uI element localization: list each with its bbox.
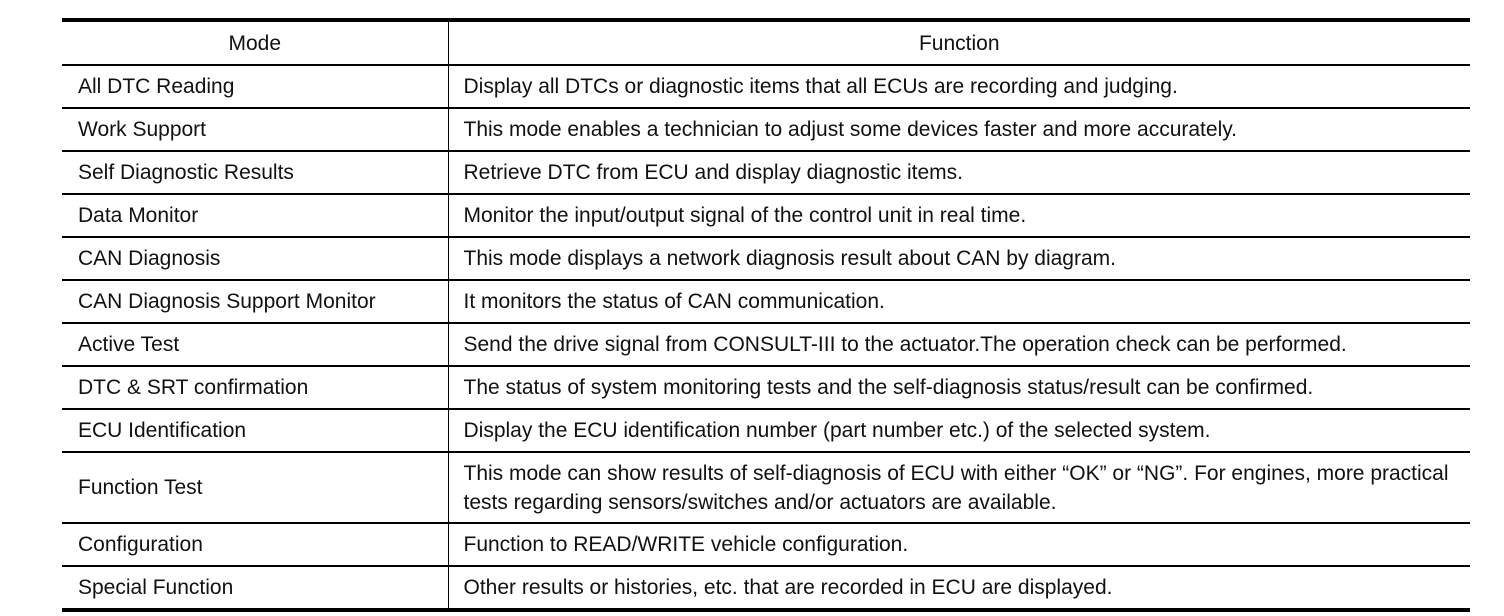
table-row: DTC & SRT confirmation The status of sys…: [62, 366, 1470, 410]
mode-cell: Work Support: [62, 108, 449, 152]
header-row: Mode Function: [62, 18, 1470, 66]
function-cell: This mode can show results of self-diagn…: [448, 452, 1470, 524]
function-cell: Retrieve DTC from ECU and display diagno…: [448, 151, 1470, 195]
function-cell: This mode enables a technician to adjust…: [448, 108, 1470, 152]
table-row: Function Test This mode can show results…: [62, 452, 1470, 524]
mode-cell: Special Function: [62, 566, 449, 612]
mode-cell: CAN Diagnosis: [62, 237, 449, 281]
function-cell: The status of system monitoring tests an…: [448, 366, 1470, 410]
mode-cell: Data Monitor: [62, 194, 449, 238]
mode-function-table: Mode Function All DTC Reading Display al…: [62, 18, 1470, 612]
function-cell: Other results or histories, etc. that ar…: [448, 566, 1470, 612]
function-cell: It monitors the status of CAN communicat…: [448, 280, 1470, 324]
table-row: CAN Diagnosis Support Monitor It monitor…: [62, 280, 1470, 324]
table-row: CAN Diagnosis This mode displays a netwo…: [62, 237, 1470, 281]
mode-cell: Active Test: [62, 323, 449, 367]
header-function: Function: [448, 18, 1470, 66]
function-cell: Display all DTCs or diagnostic items tha…: [448, 65, 1470, 109]
function-cell: Monitor the input/output signal of the c…: [448, 194, 1470, 238]
function-cell: This mode displays a network diagnosis r…: [448, 237, 1470, 281]
table-row: Self Diagnostic Results Retrieve DTC fro…: [62, 151, 1470, 195]
table-row: Configuration Function to READ/WRITE veh…: [62, 523, 1470, 567]
table-row: All DTC Reading Display all DTCs or diag…: [62, 65, 1470, 109]
mode-cell: Self Diagnostic Results: [62, 151, 449, 195]
table-body: All DTC Reading Display all DTCs or diag…: [62, 65, 1470, 612]
function-cell: Send the drive signal from CONSULT-III t…: [448, 323, 1470, 367]
table-row: Work Support This mode enables a technic…: [62, 108, 1470, 152]
table-row: Special Function Other results or histor…: [62, 566, 1470, 612]
mode-cell: CAN Diagnosis Support Monitor: [62, 280, 449, 324]
header-mode: Mode: [62, 18, 449, 66]
table-row: Active Test Send the drive signal from C…: [62, 323, 1470, 367]
mode-cell: ECU Identification: [62, 409, 449, 453]
table-header: Mode Function: [62, 18, 1470, 66]
mode-cell: Configuration: [62, 523, 449, 567]
table-row: ECU Identification Display the ECU ident…: [62, 409, 1470, 453]
function-cell: Display the ECU identification number (p…: [448, 409, 1470, 453]
function-cell: Function to READ/WRITE vehicle configura…: [448, 523, 1470, 567]
table-row: Data Monitor Monitor the input/output si…: [62, 194, 1470, 238]
mode-cell: All DTC Reading: [62, 65, 449, 109]
mode-cell: DTC & SRT confirmation: [62, 366, 449, 410]
mode-cell: Function Test: [62, 452, 449, 524]
